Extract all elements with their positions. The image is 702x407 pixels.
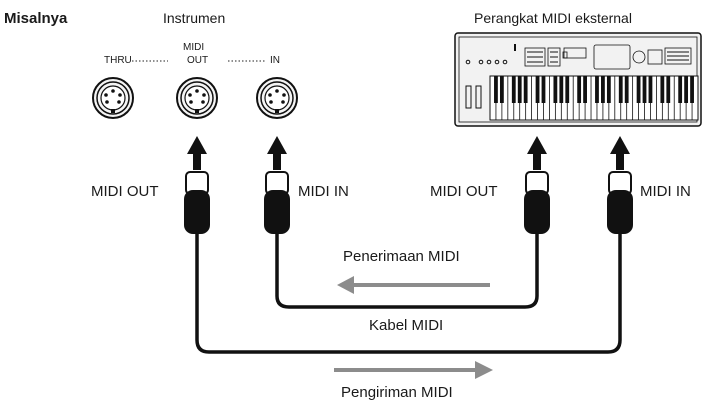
plug-instrument-in bbox=[264, 171, 290, 234]
out-port-icon bbox=[176, 77, 218, 119]
port-group-label: MIDI bbox=[183, 42, 205, 53]
thru-port-label: THRU bbox=[104, 55, 132, 66]
plug-instrument-out bbox=[184, 171, 210, 234]
instrument-midi-out-label: MIDI OUT bbox=[91, 183, 159, 200]
instrument-midi-in-label: MIDI IN bbox=[298, 183, 349, 200]
in-port-label: IN bbox=[270, 55, 280, 66]
plug-external-in bbox=[607, 171, 633, 234]
external-device-label: Perangkat MIDI eksternal bbox=[474, 10, 632, 26]
midi-cable-send bbox=[195, 232, 622, 354]
out-port-label: OUT bbox=[187, 55, 209, 66]
heading: Misalnya bbox=[4, 10, 68, 27]
midi-cable-receive bbox=[275, 232, 539, 309]
cable-label: Kabel MIDI bbox=[369, 317, 444, 334]
receive-arrow-icon bbox=[337, 276, 490, 294]
send-arrow-icon bbox=[334, 361, 493, 379]
receive-label: Penerimaan MIDI bbox=[343, 248, 460, 265]
keyboard-icon bbox=[454, 32, 702, 127]
send-label: Pengiriman MIDI bbox=[341, 384, 453, 401]
instrument-label: Instrumen bbox=[163, 10, 226, 26]
up-arrow-icon bbox=[187, 136, 630, 170]
plug-external-out bbox=[524, 171, 550, 234]
external-midi-in-label: MIDI IN bbox=[640, 183, 691, 200]
in-port-icon bbox=[256, 77, 298, 119]
thru-port-icon bbox=[92, 77, 134, 119]
external-midi-out-label: MIDI OUT bbox=[430, 183, 498, 200]
